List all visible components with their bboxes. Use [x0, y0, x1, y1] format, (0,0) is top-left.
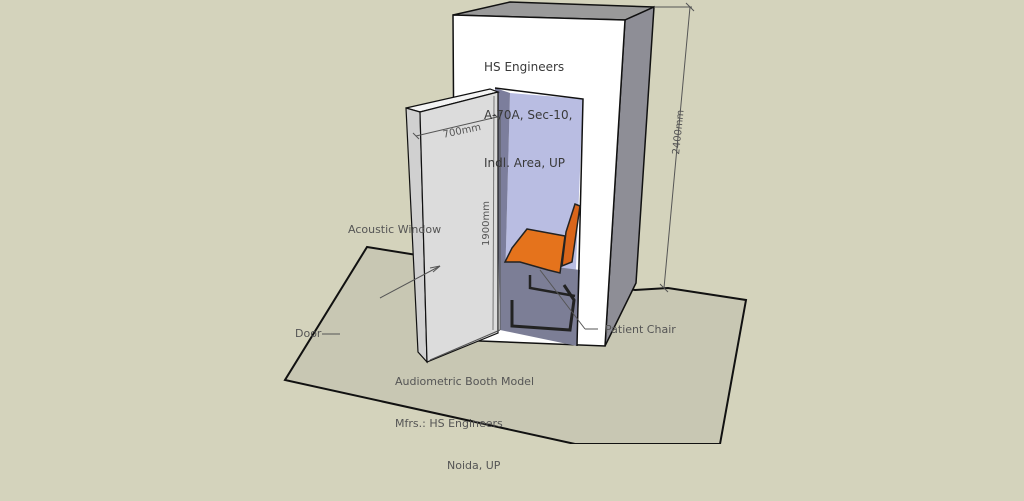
floor-plate	[283, 245, 748, 444]
door-height-dimension-label: 1900mm	[481, 201, 492, 246]
booth-front-line-2: A-70A, Sec-10,	[484, 108, 573, 122]
patient-chair	[503, 203, 581, 332]
dimension-lines	[322, 2, 695, 361]
acoustic-window-label: Acoustic Window	[348, 223, 442, 236]
booth-interior-left	[495, 88, 510, 330]
model-line-2: Mfrs.: HS Engineers	[395, 417, 503, 430]
model-line-1: Audiometric Booth Model	[395, 375, 534, 388]
booth-front-text: HS Engineers A-70A, Sec-10, Indl. Area, …	[484, 27, 572, 203]
door	[405, 88, 500, 364]
diagram-canvas: HS Engineers A-70A, Sec-10, Indl. Area, …	[283, 1, 748, 472]
booth-drawing	[283, 1, 748, 444]
door-label: Door	[295, 327, 322, 340]
booth-front-line-3: Indl. Area, UP	[484, 156, 565, 170]
booth-interior-floor	[500, 260, 580, 346]
model-line-3: Noida, UP	[447, 459, 501, 472]
patient-chair-label: Patient Chair	[605, 323, 676, 336]
booth-front-line-1: HS Engineers	[484, 60, 565, 74]
model-text: Audiometric Booth Model Mfrs.: HS Engine…	[395, 347, 534, 501]
